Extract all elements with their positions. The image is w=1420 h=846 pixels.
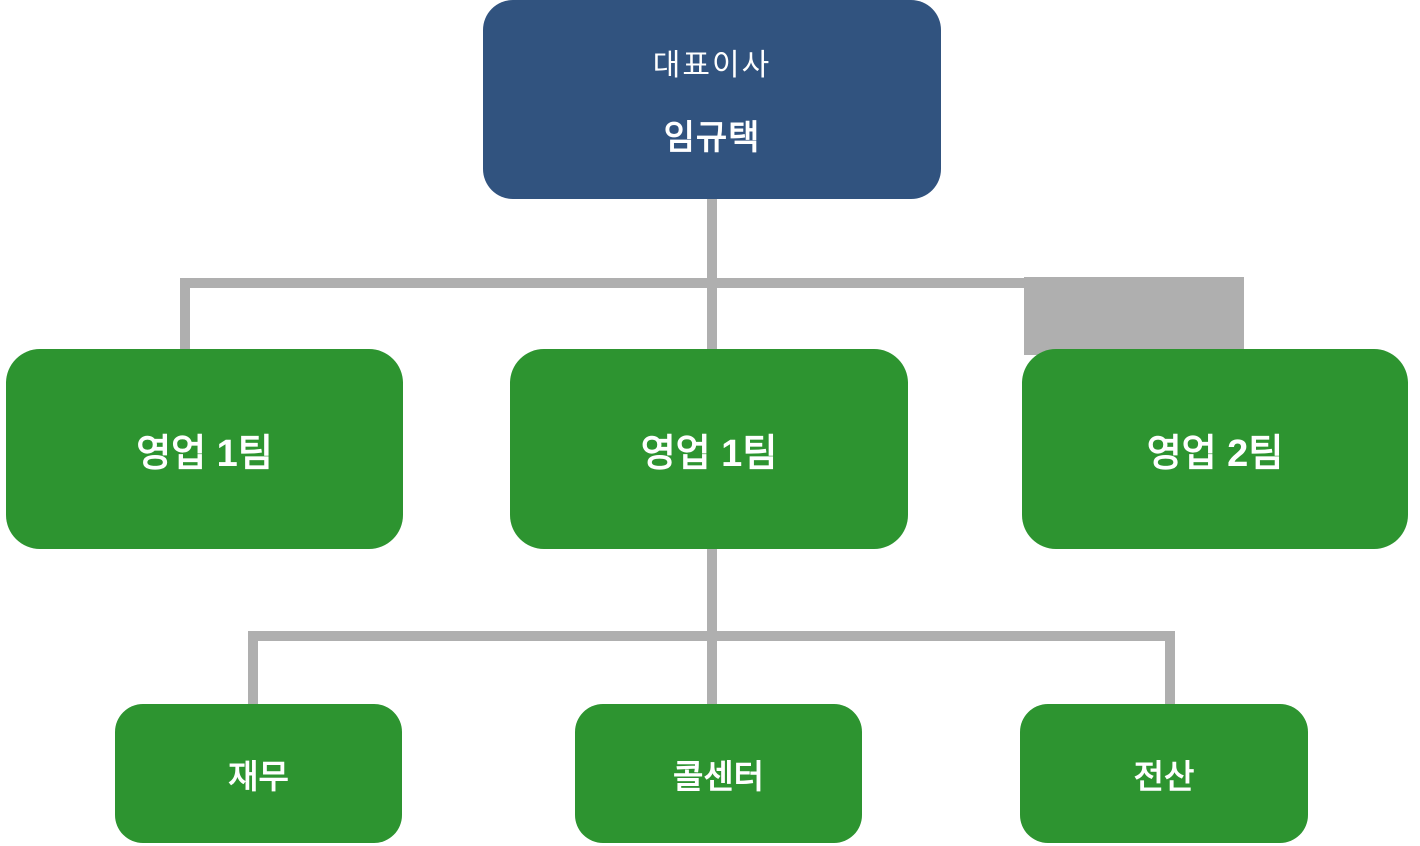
dept-finance-label: 재무 xyxy=(228,757,289,795)
org-node-team-1[interactable]: 영업 1팀 xyxy=(6,349,403,549)
connector-drop-dept-1 xyxy=(248,631,258,708)
team-1-label: 영업 1팀 xyxy=(136,432,273,475)
ceo-name-label: 임규택 xyxy=(663,119,761,157)
org-node-dept-finance[interactable]: 재무 xyxy=(115,704,402,843)
connector-drop-dept-3 xyxy=(1165,631,1175,708)
org-node-dept-it[interactable]: 전산 xyxy=(1020,704,1308,843)
ceo-title-label: 대표이사 xyxy=(652,49,772,82)
connector-thick-block-team-3 xyxy=(1024,277,1244,355)
connector-root-to-level2 xyxy=(707,190,717,355)
team-3-label: 영업 2팀 xyxy=(1146,432,1284,475)
connector-level3-horizontal xyxy=(248,631,1175,641)
dept-it-label: 전산 xyxy=(1133,757,1195,795)
dept-callcenter-label: 콜센터 xyxy=(672,757,765,795)
org-node-dept-callcenter[interactable]: 콜센터 xyxy=(575,704,862,843)
org-node-team-2[interactable]: 영업 1팀 xyxy=(510,349,908,549)
connector-team-2-to-level3 xyxy=(707,545,717,708)
org-node-team-3[interactable]: 영업 2팀 xyxy=(1022,349,1408,549)
team-2-label: 영업 1팀 xyxy=(640,432,778,475)
connector-drop-team-1 xyxy=(180,278,190,354)
org-node-ceo[interactable]: 대표이사 임규택 xyxy=(483,0,941,199)
connector-level2-horizontal xyxy=(180,278,1024,288)
